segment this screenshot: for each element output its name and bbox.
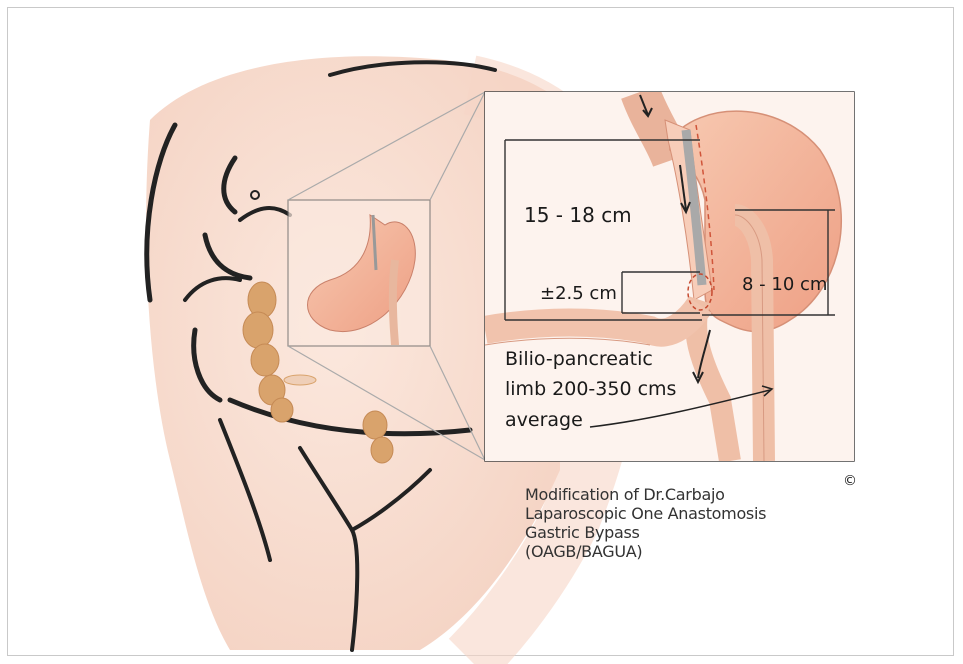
stomach-section-label: 8 - 10 cm — [742, 274, 827, 295]
caption: Modification of Dr.Carbajo Laparoscopic … — [525, 485, 766, 561]
limb-label-line2: limb 200-350 cms — [505, 378, 676, 400]
caption-line4: (OAGB/BAGUA) — [525, 542, 766, 561]
pouch-length-label: 15 - 18 cm — [524, 203, 632, 227]
caption-line2: Laparoscopic One Anastomosis — [525, 504, 766, 523]
limb-label-line3: average — [505, 409, 583, 431]
caption-line3: Gastric Bypass — [525, 523, 766, 542]
pouch-width-label: ±2.5 cm — [540, 283, 617, 304]
inset-detail: 15 - 18 cm ±2.5 cm 8 - 10 cm Bilio-pancr… — [485, 92, 854, 461]
caption-line1: Modification of Dr.Carbajo — [525, 485, 766, 504]
copyright-mark: © — [843, 473, 857, 489]
limb-label-line1: Bilio-pancreatic — [505, 348, 653, 370]
